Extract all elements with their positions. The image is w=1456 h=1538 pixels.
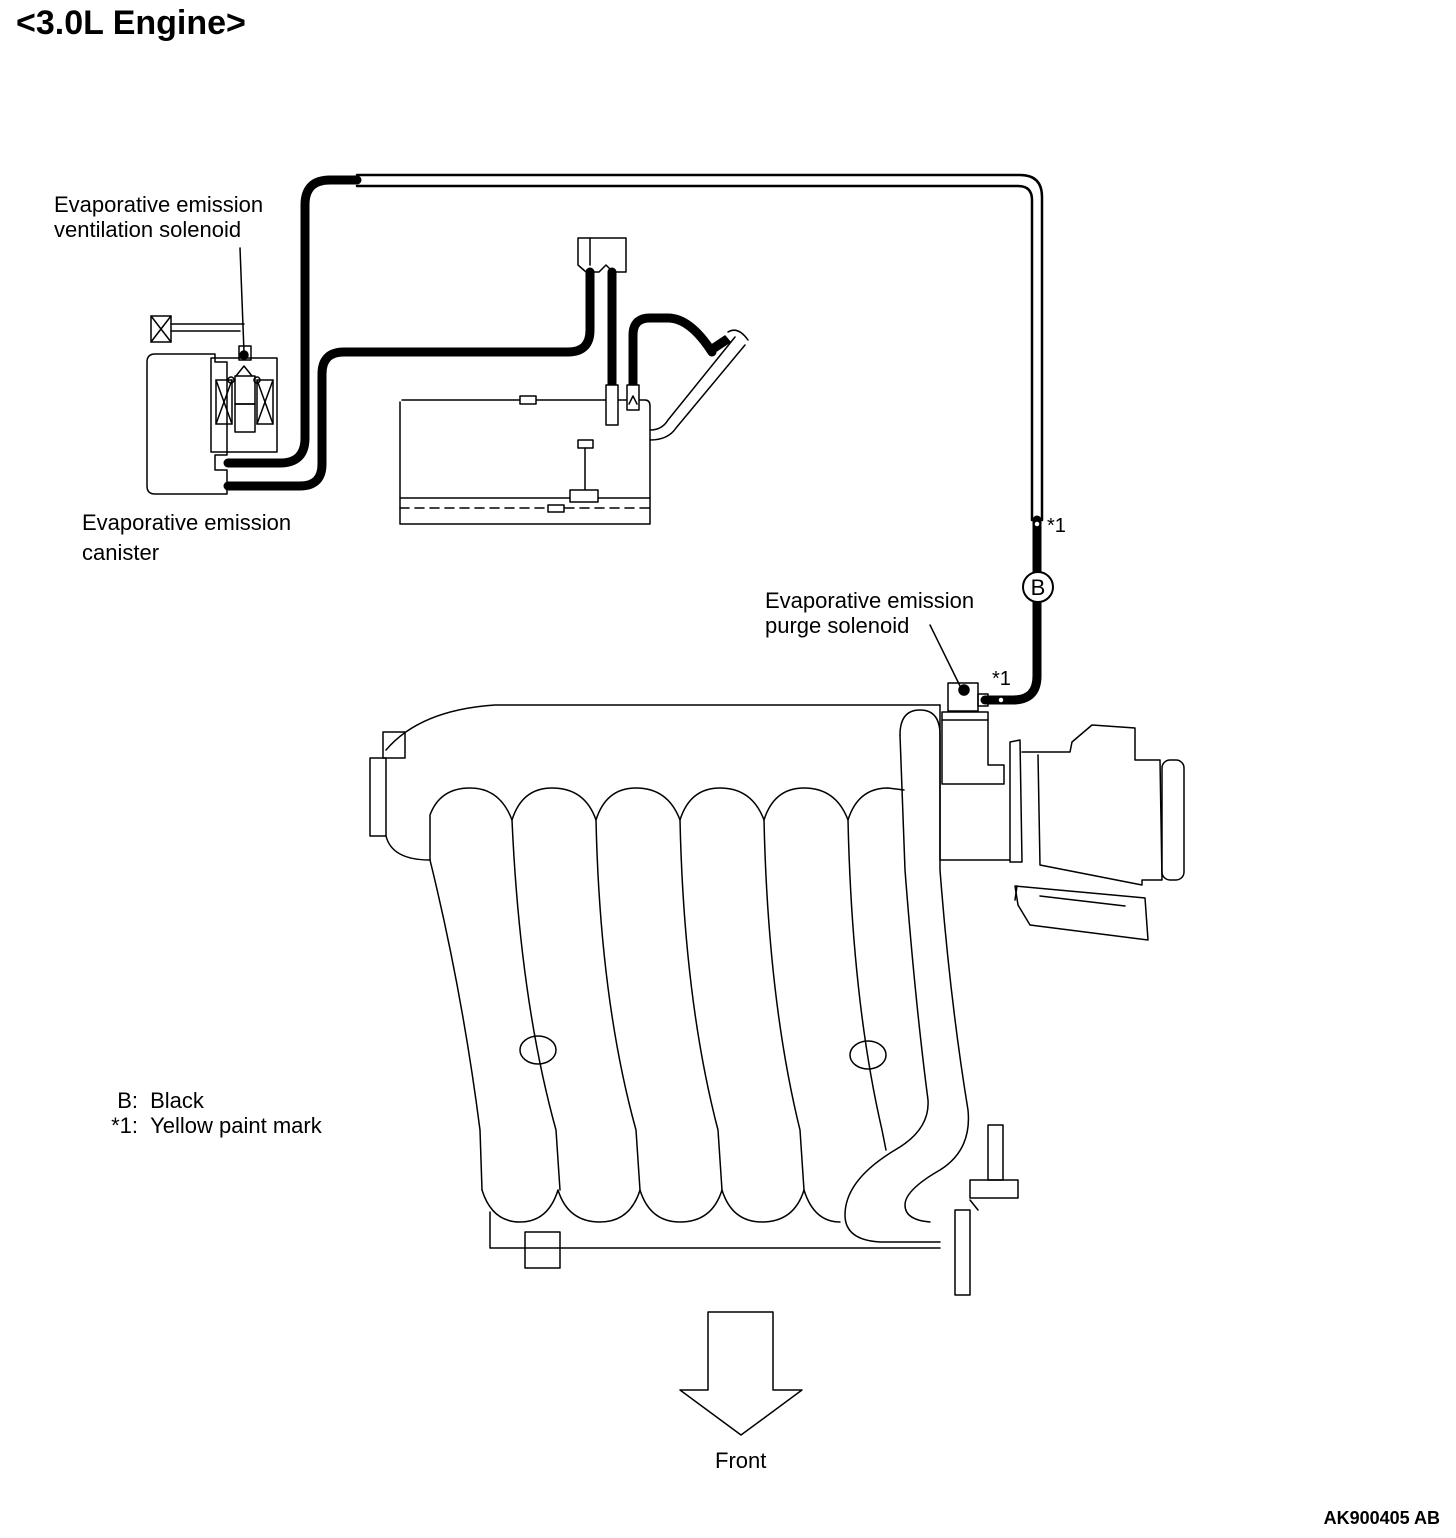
legend-row: *1: Yellow paint mark bbox=[111, 1113, 322, 1138]
canister-to-tank-hose bbox=[223, 267, 595, 491]
paint-mark-top: *1 bbox=[1047, 515, 1066, 537]
tank-connector bbox=[577, 237, 627, 273]
intake-manifold bbox=[369, 704, 1019, 1296]
paint-mark-bottom: *1 bbox=[992, 668, 1011, 690]
purge-solenoid-leader bbox=[929, 624, 963, 691]
ventilation-solenoid-label: Evaporative emission ventilation solenoi… bbox=[54, 192, 264, 242]
vent-solenoid-connector bbox=[150, 315, 245, 343]
black-hose-badge bbox=[1022, 571, 1054, 603]
vent-solenoid-leader bbox=[239, 247, 245, 353]
page-title: <3.0L Engine> bbox=[16, 4, 246, 42]
legend: B: Black *1: Yellow paint mark bbox=[96, 1088, 322, 1138]
legend-row: B: Black bbox=[117, 1088, 204, 1113]
black-hose-badge-text: B bbox=[1030, 575, 1046, 600]
canister-label: Evaporative emission canister bbox=[82, 510, 292, 565]
filler-vent-hose bbox=[628, 313, 717, 390]
throttle-body bbox=[1009, 724, 1185, 941]
front-label: Front bbox=[715, 1448, 767, 1473]
purge-solenoid-label: Evaporative emission purge solenoid bbox=[765, 588, 975, 638]
evap-canister bbox=[146, 345, 278, 495]
front-arrow-icon bbox=[679, 1311, 803, 1436]
upper-hose bbox=[223, 173, 1044, 705]
fuel-tank bbox=[399, 329, 749, 525]
figure-code: AK900405 AB bbox=[1323, 1508, 1440, 1528]
